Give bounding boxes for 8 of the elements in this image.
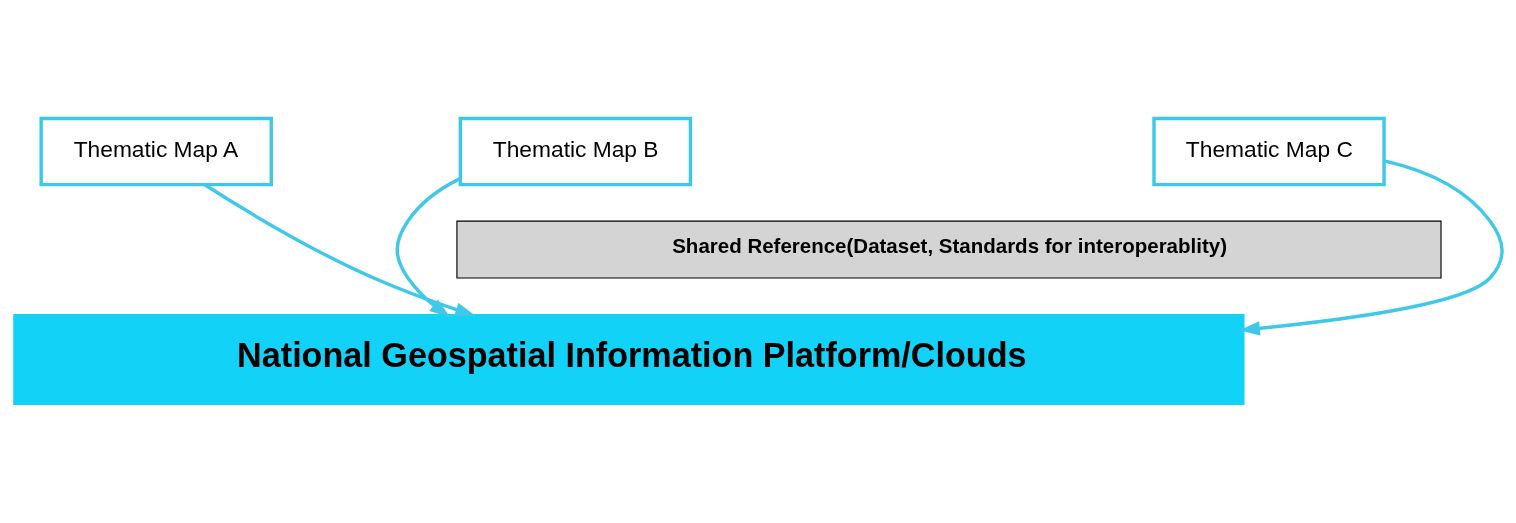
arrow — [1239, 159, 1504, 336]
node-box: Thematic Map A — [39, 116, 273, 187]
node-box: Thematic Map C — [1152, 116, 1386, 187]
node-box: National Geospatial Information Platform/Clouds — [13, 313, 1245, 405]
node-box: Thematic Map B — [458, 116, 693, 187]
arrow — [203, 183, 476, 317]
arrow — [395, 177, 461, 318]
node-box: Shared Reference(Dataset, Standards for interoperablity) — [456, 220, 1442, 279]
